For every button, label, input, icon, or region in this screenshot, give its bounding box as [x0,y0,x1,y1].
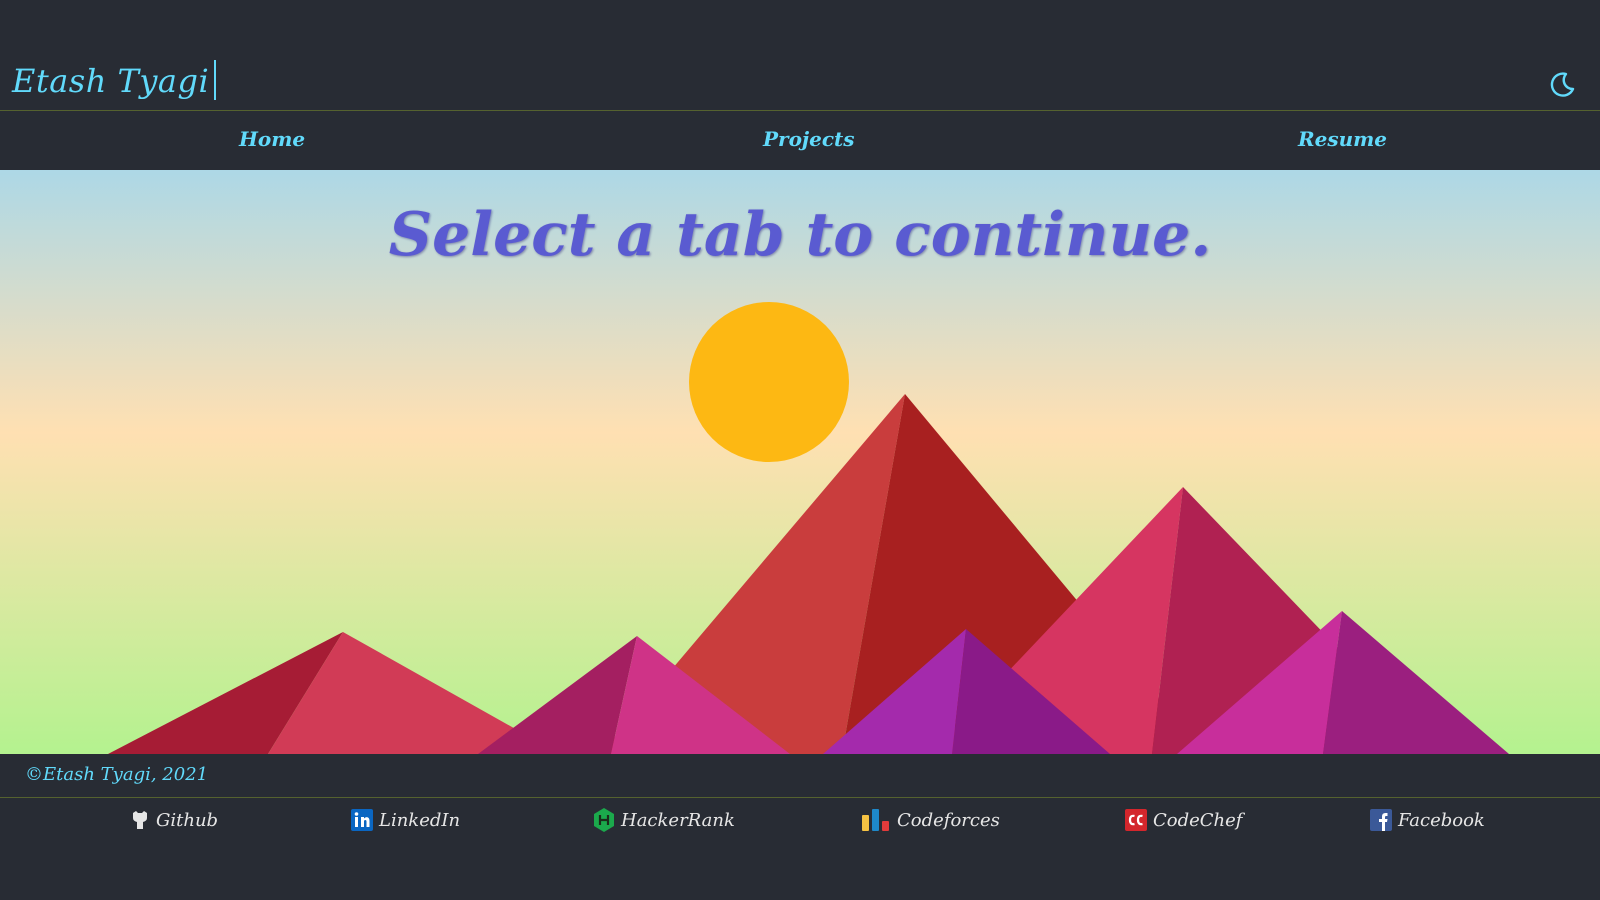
site-brand[interactable]: Etash Tyagi [12,60,217,100]
social-label-github: Github [156,809,219,831]
hero-section: Select a tab to continue. [0,170,1600,754]
brand-name: Etash Tyagi [12,62,210,100]
center-purple-mountain [823,629,1110,754]
social-label-hackerrank: HackerRank [621,809,735,831]
left-small-mountain [108,632,560,754]
sun-illustration [689,302,849,462]
social-label-facebook: Facebook [1398,809,1485,831]
right-purple-mountain [1177,611,1509,754]
footer-divider [0,797,1600,798]
nav-tab-projects[interactable]: Projects [763,127,855,151]
nav-tab-home[interactable]: Home [239,127,306,151]
center-left-small-mountain [478,636,790,754]
site-footer: ©Etash Tyagi, 2021 Github LinkedIn Hacke… [0,754,1600,900]
social-link-hackerrank[interactable]: HackerRank [593,808,735,832]
nav-tab-resume[interactable]: Resume [1298,127,1388,151]
facebook-icon [1370,809,1392,831]
hackerrank-icon [594,808,614,832]
typing-cursor [214,60,217,100]
moon-icon[interactable] [1547,69,1577,99]
social-link-codechef[interactable]: CodeChef [1125,808,1242,832]
social-link-facebook[interactable]: Facebook [1370,808,1485,832]
main-nav: Home Projects Resume [0,111,1600,170]
social-link-github[interactable]: Github [130,808,218,832]
social-link-codeforces[interactable]: Codeforces [861,808,1000,832]
page-title: Select a tab to continue. [388,200,1212,270]
copyright-text: ©Etash Tyagi, 2021 [25,764,209,785]
social-label-codechef: CodeChef [1153,809,1243,831]
codechef-icon [1125,809,1147,831]
social-label-codeforces: Codeforces [897,809,1000,831]
github-icon [133,811,147,829]
site-header: Etash Tyagi [0,0,1600,111]
social-link-linkedin[interactable]: LinkedIn [351,808,460,832]
codeforces-icon [862,809,889,831]
linkedin-icon [351,809,373,831]
social-label-linkedin: LinkedIn [379,809,461,831]
mountain-landscape-illustration [108,302,1509,754]
